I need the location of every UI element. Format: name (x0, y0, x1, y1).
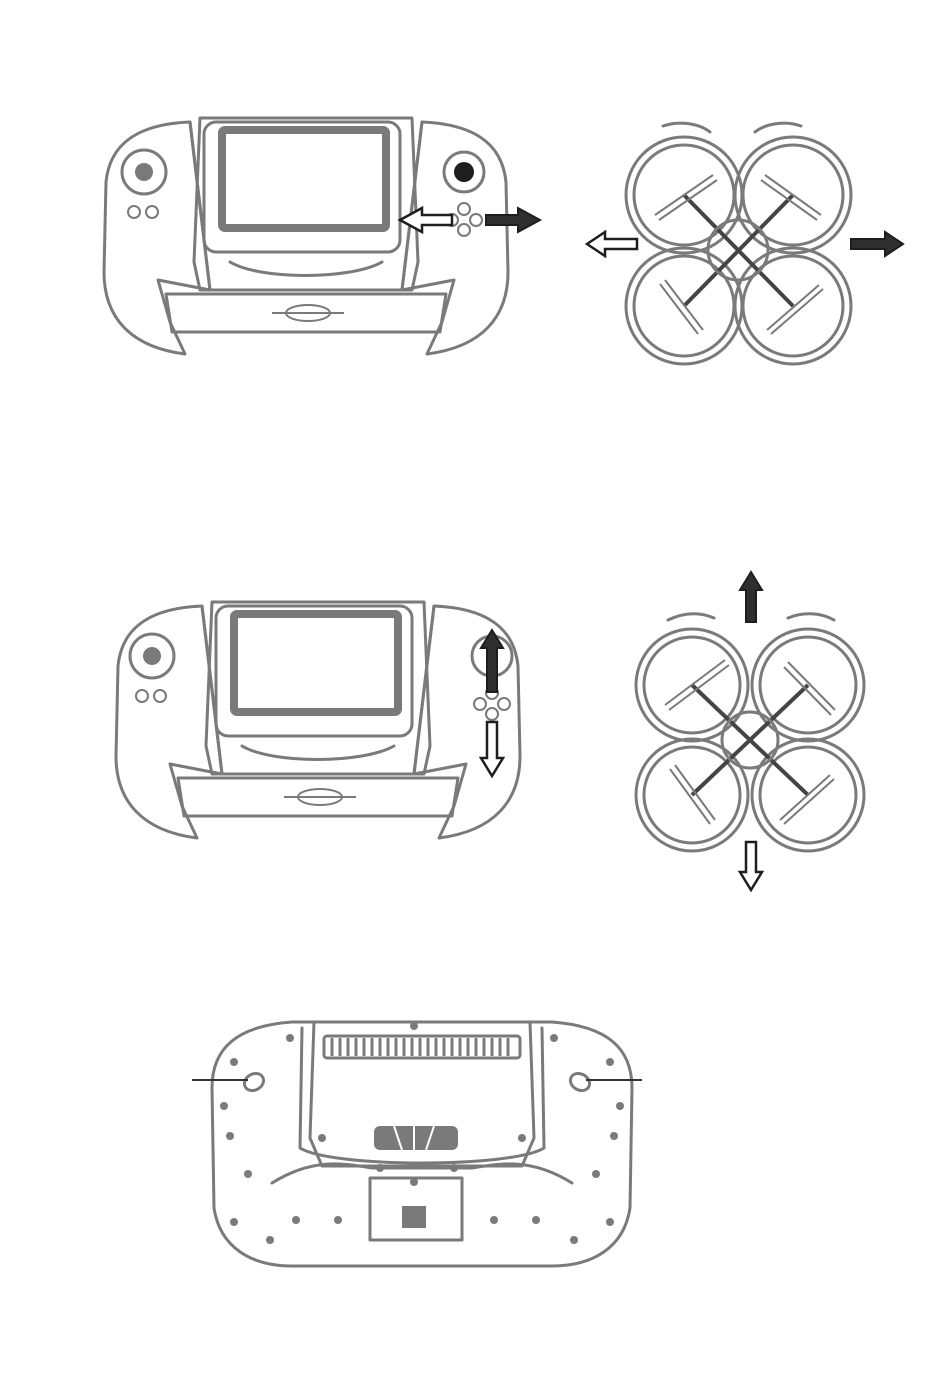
remote-back-figure (192, 1018, 652, 1273)
remote-pitch-figure (112, 596, 552, 856)
remote-back-body (212, 1022, 632, 1266)
arrow-up-solid-icon (481, 630, 503, 692)
arrow-up-solid-icon (740, 572, 762, 622)
arrow-down-outline-icon (481, 722, 503, 776)
drone-body (626, 123, 851, 364)
drone-body (636, 614, 864, 851)
left-stick (135, 163, 153, 181)
arrow-right-solid-icon (851, 232, 903, 256)
arrow-right-solid-icon (486, 208, 540, 232)
right-stick (454, 162, 474, 182)
remote-roll-figure (100, 112, 540, 362)
arrow-left-outline-icon (400, 208, 452, 232)
arrow-down-outline-icon (740, 842, 762, 890)
drone-pitch-figure (620, 570, 880, 900)
drone-roll-figure (585, 120, 905, 370)
remote-body (104, 118, 508, 354)
remote-body (116, 602, 520, 838)
arrow-left-outline-icon (587, 232, 637, 256)
